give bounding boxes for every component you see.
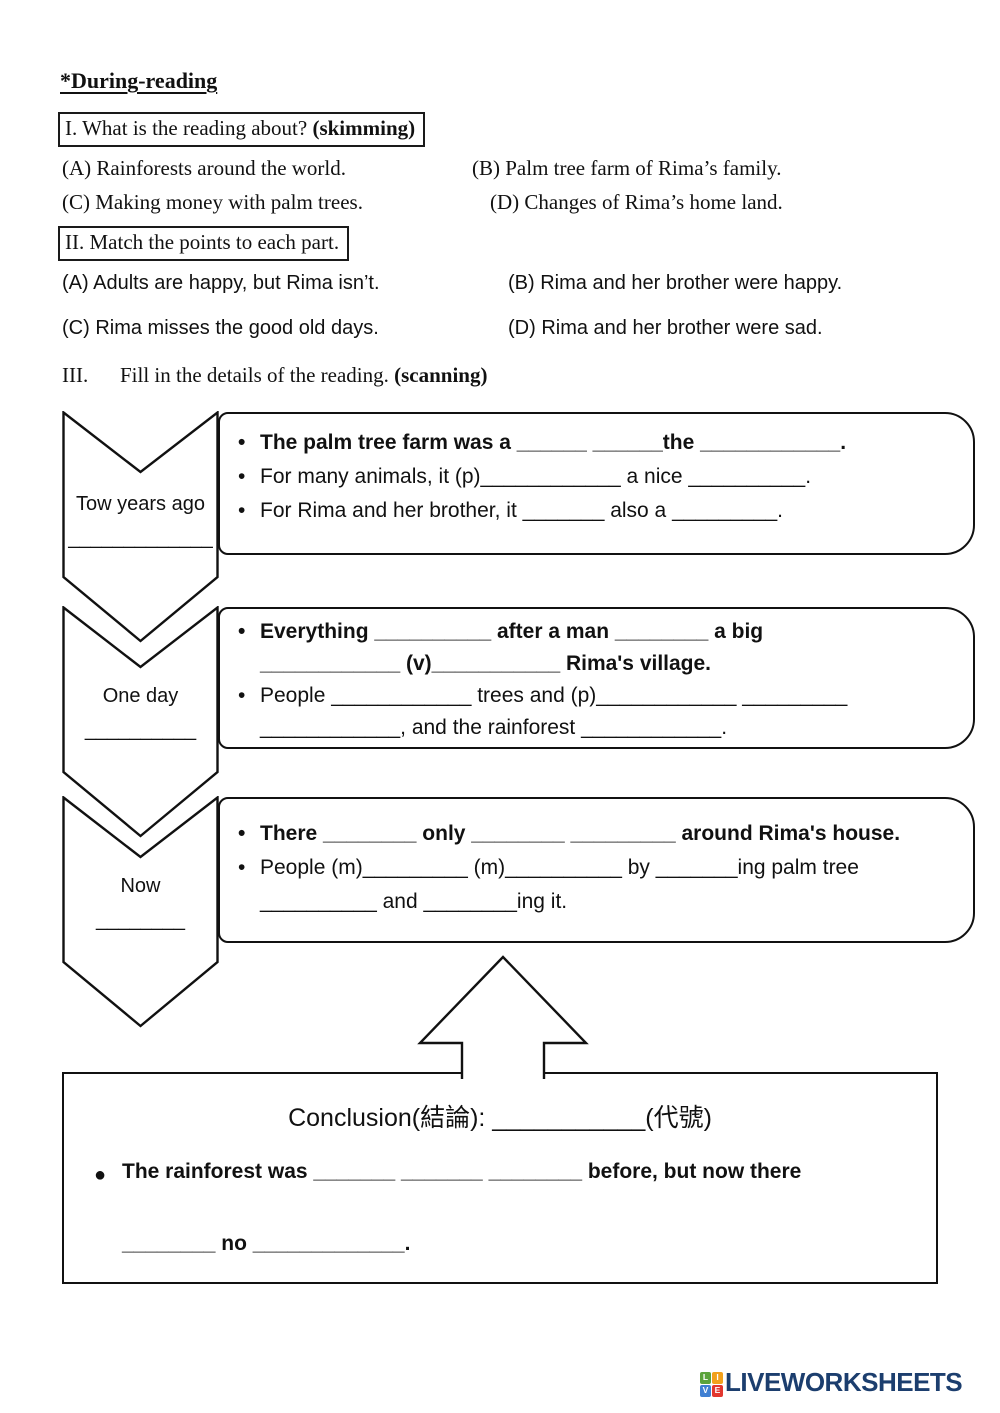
- conclusion-line2: ________ no _____________.: [122, 1232, 411, 1255]
- big-bullet-icon: ●: [94, 1164, 107, 1186]
- chevron-shape-1: [62, 411, 219, 643]
- bullet-icon: •: [238, 465, 246, 488]
- q2-option-c: (C) Rima misses the good old days.: [62, 317, 379, 339]
- up-arrow-shape: [417, 955, 589, 1079]
- box2-line4: ____________, and the rainforest _______…: [260, 716, 728, 739]
- q1-option-a: (A) Rainforests around the world.: [62, 156, 347, 180]
- q2-option-d: (D) Rima and her brother were sad.: [508, 317, 823, 339]
- question-2-heading: II. Match the points to each part.: [58, 226, 350, 261]
- question-1-heading-box: I. What is the reading about? (skimming): [58, 112, 426, 147]
- stage-3-label: Now: [120, 875, 161, 897]
- bullet-icon: •: [238, 499, 246, 522]
- bullet-icon: •: [238, 856, 246, 879]
- question-3-heading-bold: (scanning): [394, 363, 488, 387]
- page-title: *During-reading: [60, 68, 218, 93]
- details-box-now: • There ________ only ________ _________ …: [218, 797, 975, 943]
- bullet-icon: •: [238, 620, 246, 643]
- box1-line3: For Rima and her brother, it _______ als…: [260, 499, 784, 522]
- details-box-two-years-ago: • The palm tree farm was a ______ ______t…: [218, 412, 975, 555]
- q1-option-c: (C) Making money with palm trees.: [62, 190, 363, 214]
- box1-line2: For many animals, it (p)____________ a n…: [260, 465, 812, 488]
- question-2-heading-box: II. Match the points to each part.: [58, 226, 350, 261]
- logo-square-l: L: [700, 1371, 711, 1384]
- box3-line1: There ________ only ________ _________ a…: [260, 822, 901, 845]
- logo-square-e: E: [712, 1384, 723, 1397]
- chevron-shape-2: [62, 606, 219, 838]
- box3-line2: People (m)_________ (m)__________ by ___…: [260, 856, 859, 879]
- box3-line3: __________ and ________ing it.: [260, 890, 568, 913]
- q1-option-b: (B) Palm tree farm of Rima’s family.: [472, 156, 782, 180]
- bullet-icon: •: [238, 431, 246, 454]
- logo-square-v: V: [700, 1384, 711, 1397]
- q2-option-a: (A) Adults are happy, but Rima isn’t.: [62, 272, 380, 294]
- question-3-text: Fill in the details of the reading.: [120, 363, 395, 387]
- q1-option-d: (D) Changes of Rima’s home land.: [490, 190, 783, 214]
- question-3-number: III.: [62, 363, 89, 387]
- box2-line3: People ____________ trees and (p)_______…: [260, 684, 848, 707]
- q2-option-b: (B) Rima and her brother were happy.: [508, 272, 843, 294]
- question-3-heading: III.Fill in the details of the reading. …: [62, 363, 487, 388]
- box2-line2: ____________ (v)___________ Rima's villa…: [260, 652, 712, 675]
- bullet-icon: •: [238, 684, 246, 707]
- stage-1-blank: _____________: [68, 527, 213, 549]
- logo-square-i: I: [712, 1371, 723, 1384]
- logo-wordmark: LIVEWORKSHEETS: [725, 1367, 963, 1397]
- liveworksheets-logo[interactable]: L I V E LIVEWORKSHEETS: [700, 1367, 963, 1398]
- bullet-icon: •: [238, 822, 246, 845]
- conclusion-line1: The rainforest was _______ _______ _____…: [122, 1160, 802, 1183]
- stage-2-blank: __________: [84, 719, 197, 741]
- box1-line1: The palm tree farm was a ______ ______th…: [260, 431, 847, 454]
- stage-3-blank: ________: [96, 909, 185, 931]
- conclusion-box: Conclusion(結論): ___________(代號) ● The ra…: [62, 1072, 938, 1284]
- question-1-heading: I. What is the reading about?: [65, 116, 313, 140]
- chevron-shape-3: [62, 796, 219, 1028]
- stage-1-label: Tow years ago: [76, 493, 205, 515]
- liveworksheets-grid-icon: L I V E: [700, 1371, 723, 1397]
- question-1-heading-bold: (skimming): [312, 116, 416, 140]
- box2-line1: Everything __________ after a man ______…: [260, 620, 764, 643]
- details-box-one-day: • Everything __________ after a man _____…: [218, 607, 975, 749]
- stage-2-label: One day: [102, 685, 179, 707]
- conclusion-heading: Conclusion(結論): ___________(代號): [288, 1104, 712, 1132]
